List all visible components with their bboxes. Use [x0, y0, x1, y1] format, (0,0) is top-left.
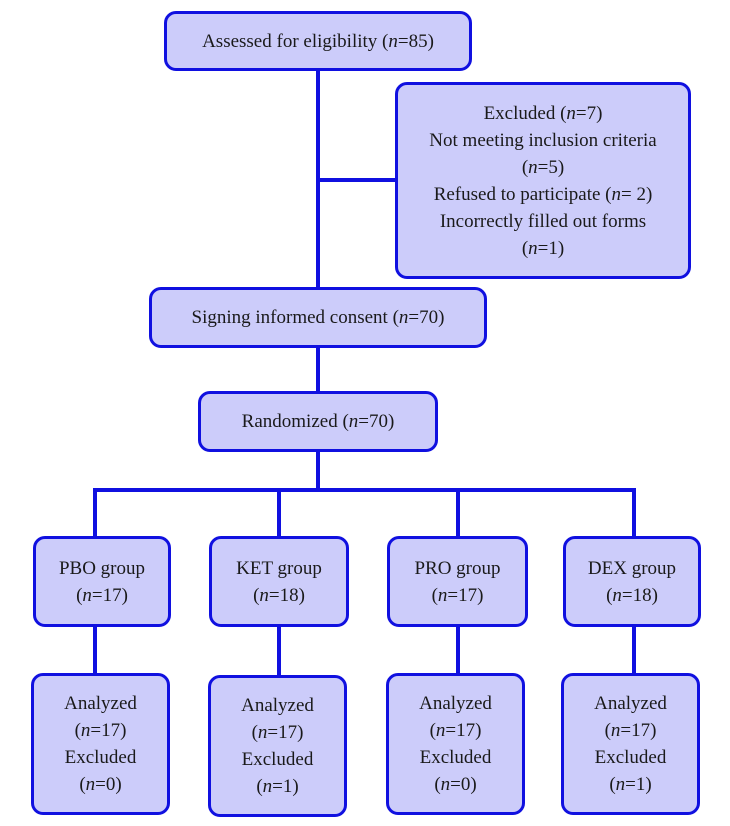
group-count: (n=18) [253, 584, 305, 606]
excluded-total: Excluded (n=7) [483, 102, 603, 124]
excluded-label: Excluded [64, 747, 137, 768]
group-name: PBO group [58, 557, 146, 579]
consent-box: Signing informed consent (n=70) [149, 287, 487, 348]
group-box-dex: DEX group (n=18) [563, 536, 701, 627]
analyzed-label: Analyzed [594, 693, 667, 714]
group-count: (n=18) [606, 584, 658, 606]
group-name: PRO group [414, 557, 501, 579]
analyzed-count: (n=17) [429, 720, 482, 741]
excluded-label: Excluded [419, 747, 492, 768]
randomized-text: Randomized (n=70) [241, 411, 395, 432]
analyzed-count: (n=17) [251, 722, 304, 743]
eligibility-text: Assessed for eligibility (n=85) [202, 30, 434, 52]
excluded-forms-count: (n=1) [521, 237, 565, 259]
outcome-box-dex: Analyzed (n=17) Excluded (n=1) [561, 673, 700, 815]
analyzed-count: (n=17) [74, 720, 127, 741]
excluded-forms-label: Incorrectly filled out forms [439, 210, 647, 232]
analyzed-label: Analyzed [419, 693, 492, 714]
outcome-box-ket: Analyzed (n=17) Excluded (n=1) [208, 675, 347, 817]
excluded-inclusion-count: (n=5) [521, 156, 565, 178]
analyzed-count: (n=17) [604, 720, 657, 741]
randomized-box: Randomized (n=70) [198, 391, 438, 452]
outcome-box-pro: Analyzed (n=17) Excluded (n=0) [386, 673, 525, 815]
eligibility-box: Assessed for eligibility (n=85) [164, 11, 472, 71]
group-name: KET group [236, 557, 322, 579]
excluded-box: Excluded (n=7) Not meeting inclusion cri… [395, 82, 691, 279]
excluded-label: Excluded [241, 749, 314, 770]
group-box-pbo: PBO group (n=17) [33, 536, 171, 627]
group-count: (n=17) [76, 584, 128, 606]
excluded-inclusion-label: Not meeting inclusion criteria [429, 129, 657, 151]
group-box-pro: PRO group (n=17) [387, 536, 528, 627]
excluded-count: (n=1) [609, 774, 652, 795]
group-box-ket: KET group (n=18) [209, 536, 349, 627]
excluded-count: (n=1) [256, 776, 299, 797]
excluded-refused: Refused to participate (n= 2) [433, 183, 653, 205]
excluded-count: (n=0) [434, 774, 477, 795]
group-count: (n=17) [431, 584, 484, 606]
excluded-label: Excluded [594, 747, 667, 768]
excluded-count: (n=0) [79, 774, 122, 795]
analyzed-label: Analyzed [64, 693, 137, 714]
consent-text: Signing informed consent (n=70) [191, 307, 445, 328]
group-name: DEX group [587, 557, 677, 579]
analyzed-label: Analyzed [241, 695, 314, 716]
outcome-box-pbo: Analyzed (n=17) Excluded (n=0) [31, 673, 170, 815]
